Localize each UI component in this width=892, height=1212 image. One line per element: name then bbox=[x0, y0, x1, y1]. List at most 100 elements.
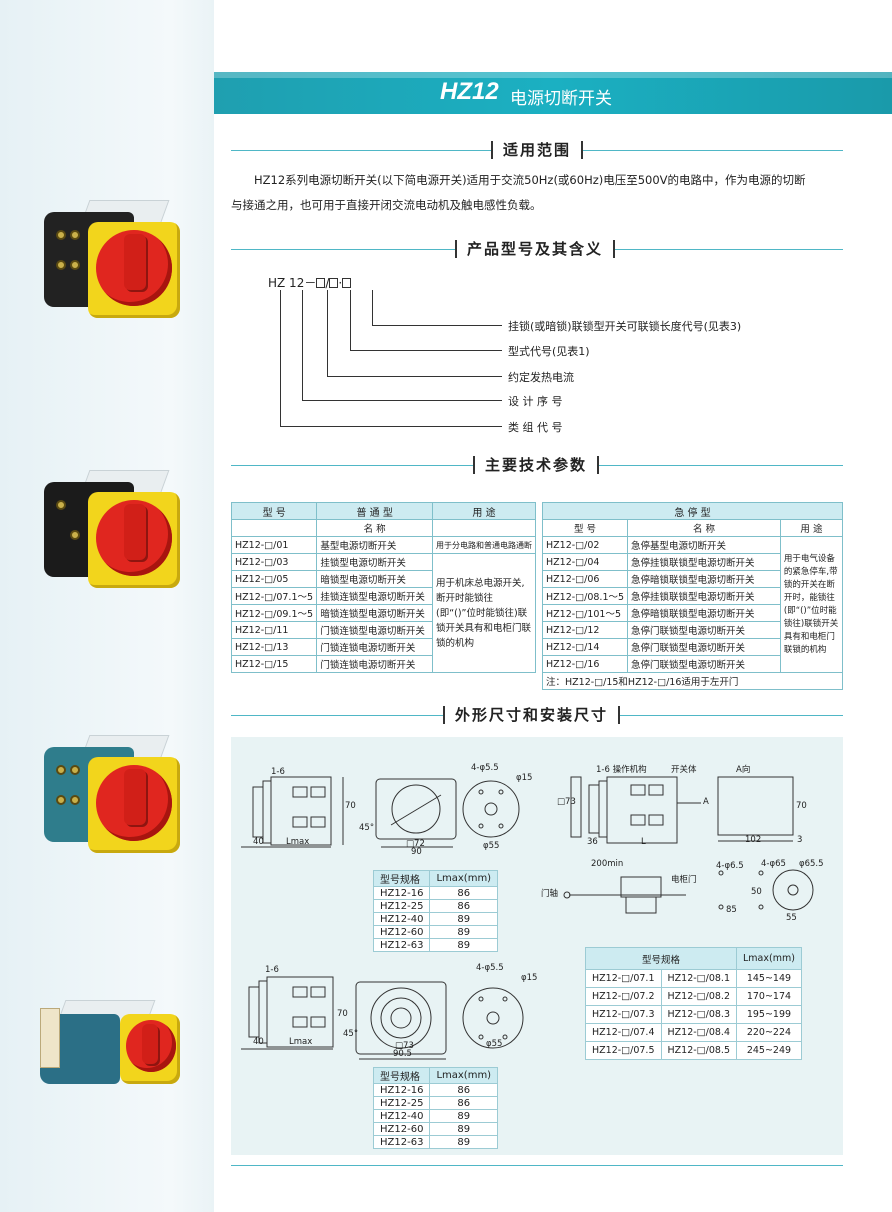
product-photo-column bbox=[0, 0, 214, 1212]
cell-name: 门锁连锁电源切断开关 bbox=[316, 655, 433, 673]
dim-label: φ55 bbox=[486, 1039, 503, 1049]
cell-model: HZ12-□/02 bbox=[541, 536, 629, 554]
spec-cell: HZ12-□/08.5 bbox=[660, 1041, 737, 1060]
dim-label: 70 bbox=[796, 801, 807, 811]
dim-label: 1-6 bbox=[271, 767, 285, 777]
dimension-drawing-lines bbox=[241, 776, 814, 1060]
cell-model: HZ12-□/11 bbox=[230, 621, 318, 639]
th-model: 型 号 bbox=[230, 502, 318, 520]
page-title-cn: 电源切断开关 bbox=[510, 89, 612, 109]
switch-photo-teal bbox=[44, 735, 194, 865]
cell-use: 用于分电路和普通电路通断 bbox=[431, 536, 537, 554]
cell-model: HZ12-□/03 bbox=[230, 553, 318, 571]
section-title-scope: 适用范围 bbox=[491, 141, 584, 159]
dim-label: 70 bbox=[337, 1009, 348, 1019]
cell-name: 挂锁连锁型电源切断开关 bbox=[316, 587, 433, 605]
meaning-5: 类 组 代 号 bbox=[508, 421, 563, 434]
model-slash: / bbox=[325, 276, 330, 290]
cell-name: 基型电源切断开关 bbox=[316, 536, 433, 554]
code-box bbox=[329, 278, 339, 288]
cell-name: 急停门联锁型电源切断开关 bbox=[627, 655, 781, 673]
spec-cell: 89 bbox=[429, 1122, 499, 1136]
spec-cell: HZ12-16 bbox=[372, 1083, 431, 1097]
spec-cell: 245~249 bbox=[736, 1041, 802, 1060]
cell-model: HZ12-□/15 bbox=[230, 655, 318, 673]
spec-cell: HZ12-□/07.4 bbox=[585, 1023, 662, 1042]
switch-photo-teal-long bbox=[40, 1000, 190, 1100]
spec-cell: HZ12-□/08.1 bbox=[660, 969, 737, 988]
bottom-rule bbox=[231, 1165, 843, 1166]
dim-label: 4-φ5.5 bbox=[476, 963, 504, 973]
dim-label: 50 bbox=[751, 887, 762, 897]
dim-label: 1-6 操作机构 bbox=[596, 765, 647, 775]
dim-label: 36 bbox=[587, 837, 598, 847]
dim-label: 40 bbox=[253, 1037, 264, 1047]
spec-cell: 86 bbox=[429, 1096, 499, 1110]
spec-cell: HZ12-□/07.1 bbox=[585, 969, 662, 988]
cell-name: 门锁连锁型电源切断开关 bbox=[316, 621, 433, 639]
cell-name: 门锁连锁电源切断开关 bbox=[316, 638, 433, 656]
spec-th: Lmax(mm) bbox=[429, 870, 499, 887]
dim-label: φ15 bbox=[516, 773, 533, 783]
dim-label: Lmax bbox=[286, 837, 310, 847]
spec-cell: 86 bbox=[429, 899, 499, 913]
dimension-drawings: 1-6 Lmax 40 70 45° □72 90 4-φ5.5 φ15 φ55… bbox=[231, 737, 843, 1155]
dim-label: 电柜门 bbox=[671, 875, 697, 885]
cell-model: HZ12-□/13 bbox=[230, 638, 318, 656]
spec-cell: HZ12-□/07.3 bbox=[585, 1005, 662, 1024]
cell-model: HZ12-□/04 bbox=[541, 553, 629, 571]
dim-label: 4-φ65 bbox=[761, 859, 786, 869]
cell-model: HZ12-□/12 bbox=[541, 621, 629, 639]
spec-cell: HZ12-60 bbox=[372, 925, 431, 939]
th-use: 用 途 bbox=[779, 519, 844, 537]
spec-cell: HZ12-25 bbox=[372, 899, 431, 913]
meaning-3: 约定发热电流 bbox=[508, 371, 574, 384]
spec-th: 型号规格 bbox=[585, 947, 737, 970]
th-name: 名 称 bbox=[627, 519, 781, 537]
dim-label: L bbox=[641, 837, 646, 847]
dim-label: A bbox=[703, 797, 709, 807]
code-box bbox=[316, 278, 326, 288]
cell-name: 急停基型电源切断开关 bbox=[627, 536, 781, 554]
cell-model: HZ12-□/14 bbox=[541, 638, 629, 656]
meaning-4: 设 计 序 号 bbox=[508, 395, 563, 408]
dim-label: 55 bbox=[786, 913, 797, 923]
dim-label: φ55 bbox=[483, 841, 500, 851]
dim-label: 70 bbox=[345, 801, 356, 811]
spec-th: 型号规格 bbox=[372, 1067, 431, 1084]
scope-line-2: 与接通之用，也可用于直接开闭交流电动机及触电感性负载。 bbox=[231, 198, 542, 212]
dim-label: 40 bbox=[253, 837, 264, 847]
switch-photo-black bbox=[44, 200, 194, 330]
meaning-2: 型式代号(见表1) bbox=[508, 345, 590, 358]
spec-cell: HZ12-16 bbox=[372, 886, 431, 900]
dim-label: 1-6 bbox=[265, 965, 279, 975]
cell-model: HZ12-□/101～5 bbox=[541, 604, 629, 622]
spec-cell: 220~224 bbox=[736, 1023, 802, 1042]
cell-model: HZ12-□/08.1～5 bbox=[541, 587, 629, 605]
spec-th: Lmax(mm) bbox=[736, 947, 802, 970]
section-title-params: 主要技术参数 bbox=[473, 456, 600, 474]
th-use: 用 途 bbox=[431, 502, 537, 520]
cell-use: 用于电气设备的紧急停车,带锁的开关在断开时，能锁往(即“()”位时能锁往)联锁开… bbox=[779, 536, 844, 673]
dim-label: 102 bbox=[745, 835, 762, 845]
cell-name: 暗锁型电源切断开关 bbox=[316, 570, 433, 588]
cell-name: 暗锁连锁型电源切断开关 bbox=[316, 604, 433, 622]
cell-name: 急停挂锁联锁型电源切断开关 bbox=[627, 553, 781, 571]
spec-cell: HZ12-60 bbox=[372, 1122, 431, 1136]
spec-cell: HZ12-63 bbox=[372, 938, 431, 952]
